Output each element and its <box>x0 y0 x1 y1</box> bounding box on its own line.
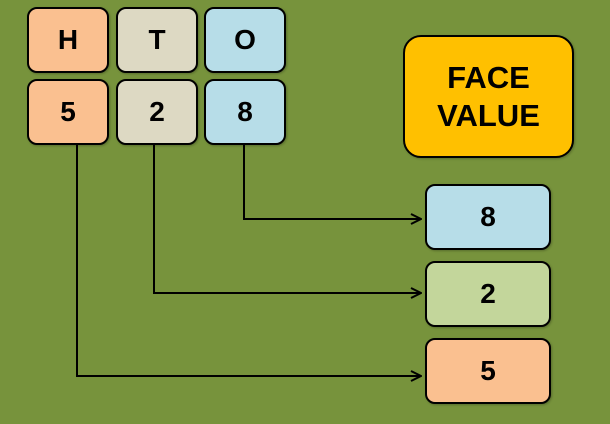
digit-hundreds: 5 <box>27 79 109 145</box>
face-value-title: FACE VALUE <box>403 35 574 158</box>
header-hundreds: H <box>27 7 109 73</box>
arrow-tens-to-face-value <box>153 145 421 293</box>
header-tens: T <box>116 7 198 73</box>
digit-ones: 8 <box>204 79 286 145</box>
arrow-ones-to-face-value <box>243 145 421 219</box>
face-value-hundreds: 5 <box>425 338 551 404</box>
face-value-title-line2: VALUE <box>437 97 540 133</box>
arrow-hundreds-to-face-value <box>76 145 421 376</box>
header-ones: O <box>204 7 286 73</box>
face-value-title-line1: FACE <box>447 60 530 96</box>
digit-tens: 2 <box>116 79 198 145</box>
face-value-tens: 2 <box>425 261 551 327</box>
face-value-ones: 8 <box>425 184 551 250</box>
